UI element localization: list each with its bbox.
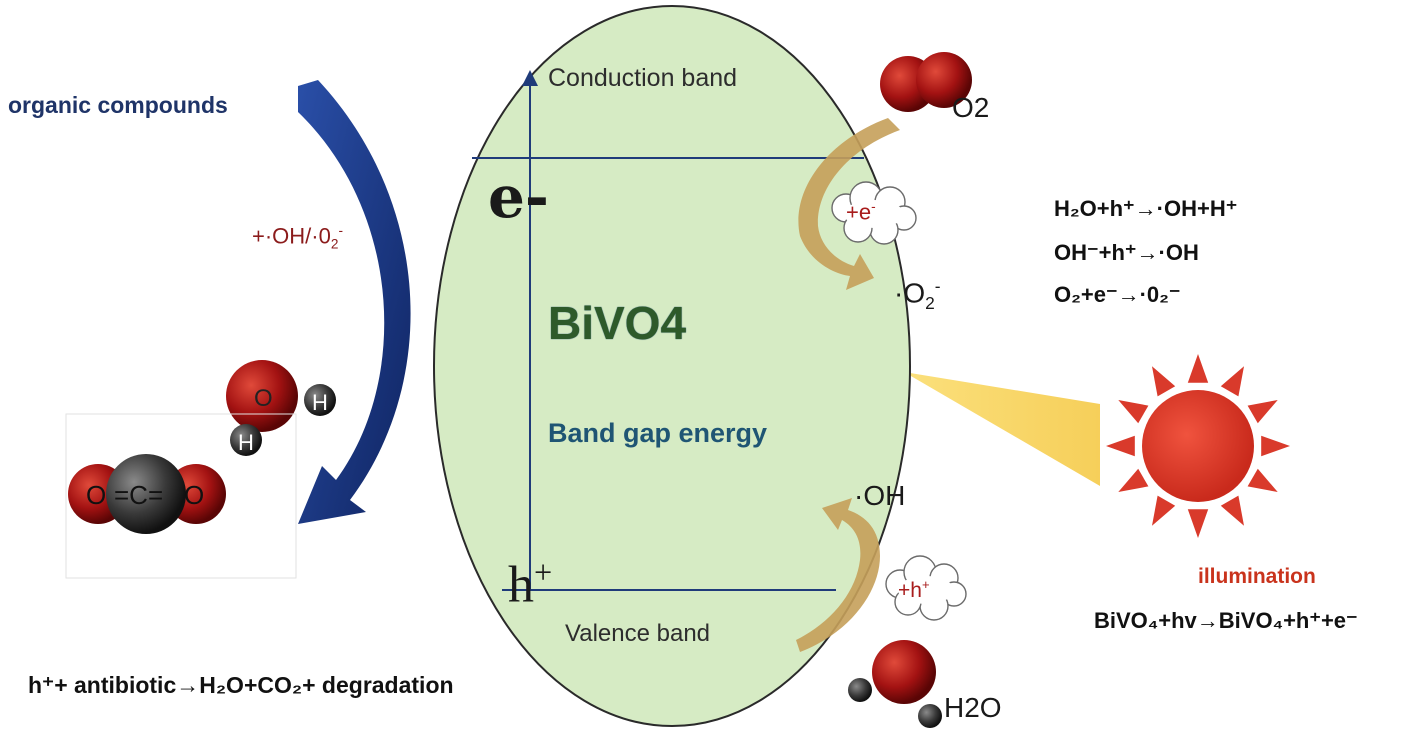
electron-cloud [831, 181, 917, 245]
water-hydrogen-atom [304, 384, 336, 416]
co2-panel [65, 413, 297, 579]
co2-carbon-atom [106, 454, 186, 534]
water-atom-o: O [254, 385, 273, 412]
h2o-oxygen-atom [872, 640, 936, 704]
h2o-hydrogen-atom [848, 678, 872, 702]
sun-ray [1152, 495, 1176, 526]
illumination-equation: BiVO₄+hv→BiVO₄+h⁺+e⁻ [1094, 608, 1358, 633]
o2-atom-right [916, 52, 972, 108]
organic-compounds-label: organic compounds [8, 92, 228, 118]
water-hydrogen-atom [230, 424, 262, 456]
co2-atom-o: O [184, 480, 204, 510]
bivo4-particle [433, 5, 911, 727]
sun-ray [1118, 400, 1149, 424]
energy-axis-arrowhead [522, 70, 538, 86]
sun-icon [1106, 354, 1290, 538]
water-atom-h: H [238, 430, 254, 455]
band-gap-label: Band gap energy [548, 418, 768, 448]
sun-ray [1247, 468, 1278, 492]
hole-label: h+ [508, 554, 553, 614]
electron-label: e- [488, 163, 549, 231]
sun-ray [1220, 366, 1244, 397]
sun-ray [1261, 435, 1290, 457]
equation-3: O₂+e⁻→·0₂⁻ [1054, 282, 1181, 307]
superoxide-label: ·O2- [894, 276, 941, 313]
degradation-equation: h⁺+ antibiotic→H₂O+CO₂+ degradation [28, 672, 454, 698]
hole-cloud [885, 555, 967, 621]
conduction-band-label: Conduction band [548, 64, 738, 92]
sun-ray [1187, 354, 1209, 383]
water-molecule-label: H2O [944, 692, 1002, 723]
sun-ray [1118, 468, 1149, 492]
sun-ray [1106, 435, 1135, 457]
electron-transfer-arrow [798, 118, 900, 290]
hole-cloud-label: +h+ [898, 577, 930, 602]
hole-transfer-arrow [796, 498, 880, 652]
degradation-arrow [298, 80, 411, 524]
hydroxyl-label: ·OH [854, 480, 906, 511]
material-label: BiVO4 [548, 297, 687, 349]
sun-ray [1152, 366, 1176, 397]
h2o-hydrogen-atom [918, 704, 942, 728]
radicals-label: +·OH/·02- [252, 223, 343, 252]
light-beam [904, 372, 1100, 486]
co2-atom-c: =C= [114, 480, 163, 510]
co2-atom-o: O [86, 480, 106, 510]
oxygen-molecule-label: O2 [952, 92, 990, 123]
sun-ray [1187, 509, 1209, 538]
electron-cloud-label: +e- [846, 199, 876, 225]
valence-band-label: Valence band [565, 620, 711, 647]
sun-ray [1220, 495, 1244, 526]
illumination-label: illumination [1198, 565, 1316, 588]
water-atom-h: H [312, 390, 328, 415]
equation-1: H₂O+h⁺→·OH+H⁺ [1054, 196, 1238, 221]
sun-ray [1247, 400, 1278, 424]
equation-2: OH⁻+h⁺→·OH [1054, 240, 1199, 265]
